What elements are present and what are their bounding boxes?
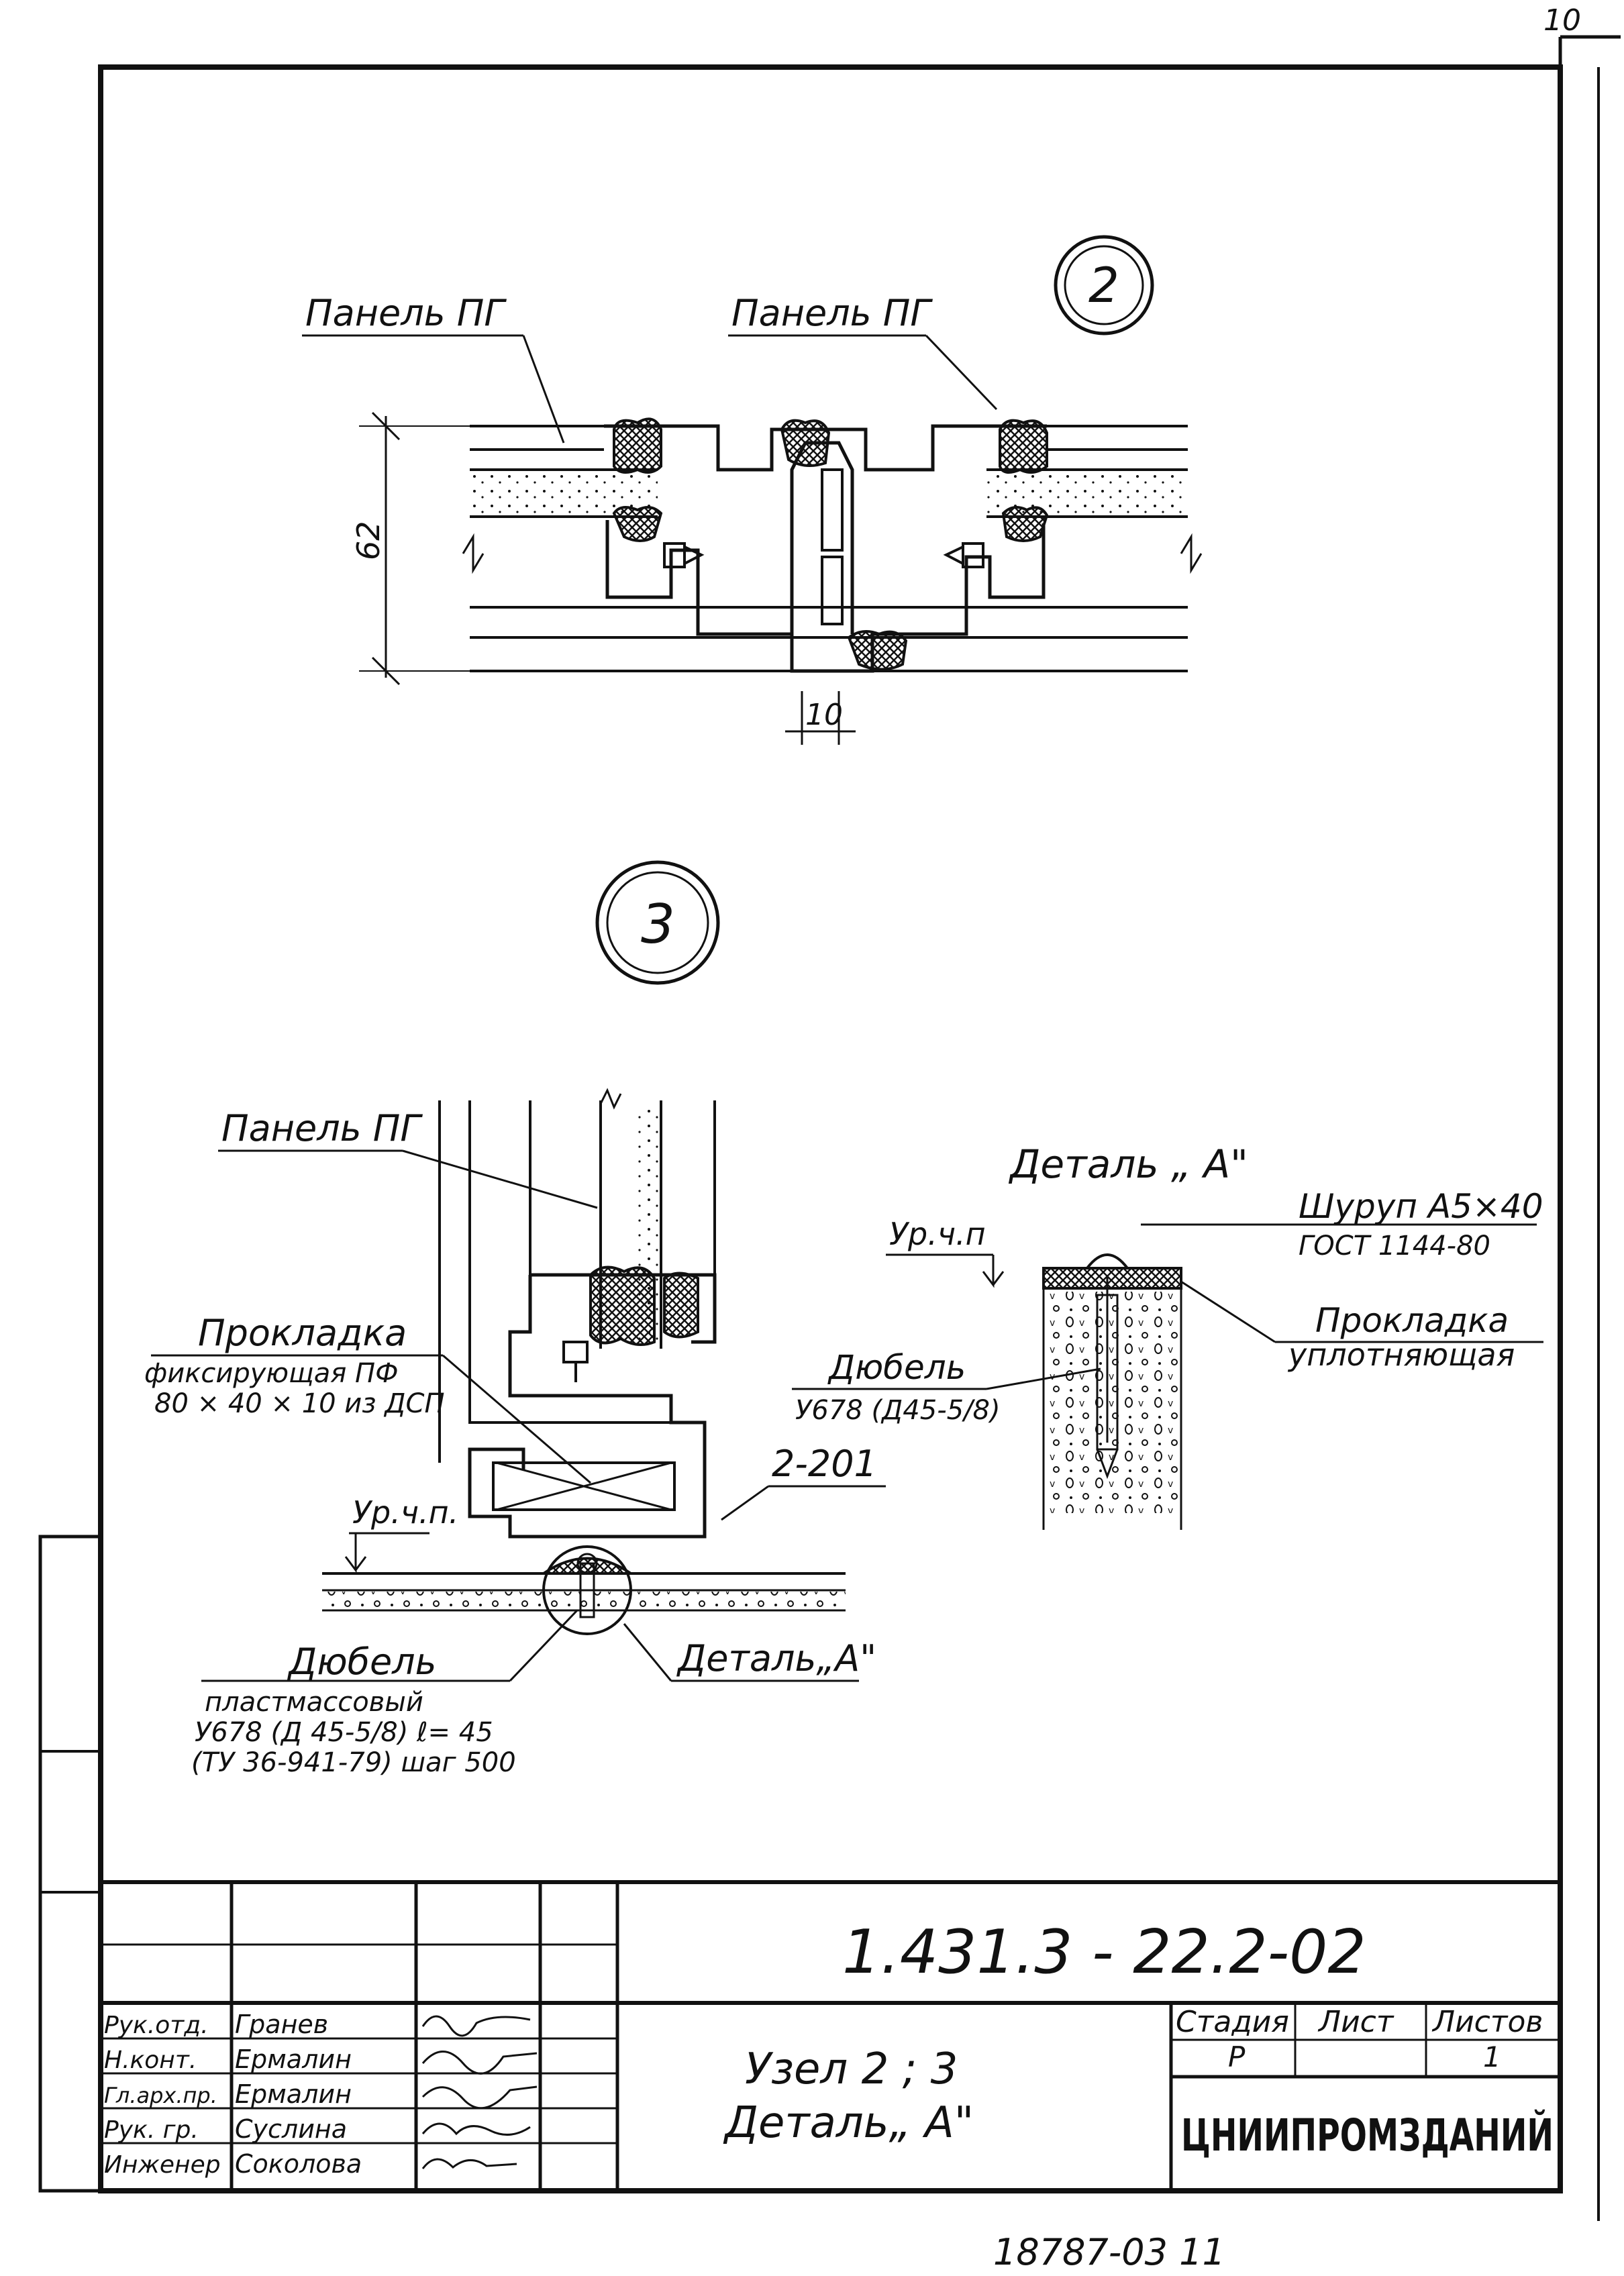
node-3-dowel-spec3: (ТУ 36-941-79) шаг 500 <box>191 1747 516 1778</box>
node-2-label-right: Панель ПГ <box>731 292 933 334</box>
signature-1 <box>421 2051 538 2075</box>
sheets-value: 1 <box>1483 2040 1501 2073</box>
node-2-marker-number: 2 <box>1088 257 1119 313</box>
sheet-title-line-1: Узел 2 ; 3 <box>745 2045 958 2094</box>
document-number: 1.431.3 - 22.2-02 <box>842 1917 1366 1987</box>
node-3-dowel-spec2: У678 (Д 45-5/8) ℓ= 45 <box>195 1717 493 1748</box>
title-block: 1.431.3 - 22.2-02 Узел 2 ; 3 Деталь„ А" … <box>101 1880 1560 2191</box>
node-3-marker-number: 3 <box>641 893 675 955</box>
signature-2 <box>421 2085 538 2110</box>
sheet-title-line-2: Деталь„ А" <box>723 2098 974 2148</box>
staff-name-1: Ермалин <box>235 2045 352 2074</box>
staff-role-3: Рук. гр. <box>104 2116 199 2144</box>
stage-value: Р <box>1228 2040 1246 2073</box>
node-2-drawing: 2 Панель ПГ Панель ПГ <box>302 235 1203 745</box>
detail-a-title: Деталь „ А" <box>1008 1141 1248 1187</box>
detail-a-screw-std: ГОСТ 1144-80 <box>1299 1231 1490 1261</box>
node-3-panel-label: Панель ПГ <box>221 1107 423 1149</box>
node-3-gasket-spec2: 80 × 40 × 10 из ДСП <box>154 1388 445 1419</box>
detail-a-screw: Шуруп А5×40 <box>1299 1187 1543 1226</box>
detail-a-dowel-spec: У678 (Д45-5/8) <box>795 1395 1001 1426</box>
signature-4 <box>421 2158 517 2169</box>
footer-number: 18787-03 11 <box>993 2231 1225 2273</box>
sheets-label: Листов <box>1431 2005 1543 2039</box>
sheet-corner-number: 10 <box>1543 3 1581 38</box>
node-2-marker: 2 <box>1054 235 1154 335</box>
node-3-gasket-spec1: фиксирующая ПФ <box>144 1358 399 1389</box>
node-2-label-left: Панель ПГ <box>305 292 507 334</box>
stage-label: Стадия <box>1176 2005 1289 2039</box>
node-2-dim-height: 62 <box>350 521 387 560</box>
detail-a-gasket: Прокладка <box>1315 1301 1509 1340</box>
detail-a-drawing: Деталь „ А" Шуруп А5×40 ГОСТ 1144-80 Ур.… <box>792 1141 1543 1530</box>
detail-a-dowel: Дюбель <box>827 1348 966 1387</box>
node-3-gasket-title: Прокладка <box>198 1312 407 1354</box>
staff-role-1: Н.конт. <box>104 2047 197 2074</box>
node-3-dowel-spec1: пластмассовый <box>205 1687 423 1718</box>
staff-role-0: Рук.отд. <box>104 2012 209 2039</box>
node-3-marker: 3 <box>595 860 720 985</box>
signature-3 <box>421 2122 531 2136</box>
sheet-label: Лист <box>1317 2005 1394 2039</box>
node-3-profile-ref: 2-201 <box>772 1443 877 1485</box>
node-3-drawing: 3 Панель ПГ <box>144 860 886 1778</box>
staff-name-4: Соколова <box>235 2149 362 2179</box>
node-3-dowel-title: Дюбель <box>287 1641 437 1683</box>
sheet-frame <box>38 35 1621 2221</box>
signature-0 <box>421 2015 531 2037</box>
staff-name-0: Гранев <box>235 2010 328 2039</box>
node-2-dim-gap: 10 <box>805 698 843 732</box>
node-3-detail-ref: Деталь„А" <box>676 1637 876 1679</box>
staff-role-2: Гл.арх.пр. <box>104 2083 217 2108</box>
staff-name-3: Суслина <box>235 2114 347 2144</box>
detail-a-level-mark: Ур.ч.п <box>889 1216 986 1252</box>
staff-name-2: Ермалин <box>235 2079 352 2109</box>
node-3-level-mark: Ур.ч.п. <box>352 1494 458 1531</box>
staff-role-4: Инженер <box>104 2151 221 2179</box>
detail-a-gasket2: уплотняющая <box>1287 1337 1515 1373</box>
signatures <box>421 2015 538 2169</box>
organization-name: ЦНИИПРОМЗДАНИЙ <box>1181 2109 1554 2161</box>
